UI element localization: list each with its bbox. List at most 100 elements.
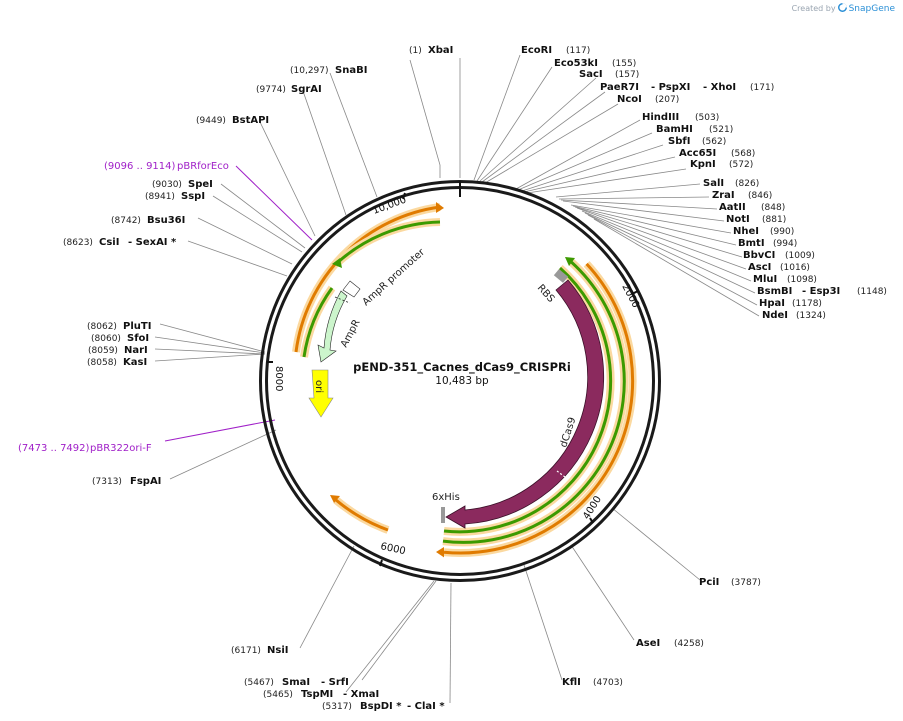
- sites-bottom: (6171) NsiI (5467) SmaI - SrfI (5465) Ts…: [231, 645, 445, 712]
- site-name: BbvCI: [743, 250, 775, 261]
- site-pos: (3787): [731, 578, 761, 588]
- site-name: SpeI: [188, 179, 213, 190]
- snapgene-credit: Created by SnapGene: [792, 3, 895, 14]
- site-name: - Esp3I: [802, 286, 840, 297]
- site-pos: (5467): [244, 678, 274, 688]
- site-name: - PspXI: [651, 82, 690, 93]
- feature-label-his: 6xHis: [432, 492, 460, 503]
- site-pos: (8623): [63, 238, 93, 248]
- site-name: SalI: [703, 178, 724, 189]
- site-name: NdeI: [762, 310, 788, 321]
- sites-top: (1) XbaI EcoRI (117) Eco53kI (155) SacI …: [409, 45, 774, 105]
- site-name: FspAI: [130, 476, 161, 487]
- feature-label-ori: ori: [313, 380, 324, 393]
- site-pos: (1178): [792, 299, 822, 309]
- site-pos: (881): [762, 215, 786, 225]
- plasmid-name: pEND-351_Cacnes_dCas9_CRISPRi: [353, 360, 571, 375]
- site-name: EcoRI: [521, 45, 552, 56]
- site-pos: (5317): [322, 702, 352, 712]
- credit-prefix: Created by: [791, 4, 836, 13]
- site-pos: (6171): [231, 646, 261, 656]
- site-name: KasI: [123, 357, 147, 368]
- site-name: NsiI: [267, 645, 288, 656]
- primer-pos: (9096 .. 9114): [104, 161, 176, 172]
- site-name: ZraI: [712, 190, 735, 201]
- snapgene-logo-icon: [837, 3, 847, 14]
- site-pos: (826): [735, 179, 759, 189]
- site-pos: (8742): [111, 216, 141, 226]
- site-name: NheI: [733, 226, 759, 237]
- site-name: BmtI: [738, 238, 765, 249]
- tick-label-8000: 8000: [273, 366, 284, 391]
- feature-label-ampr: AmpR: [339, 318, 363, 350]
- site-name: SnaBI: [335, 65, 367, 76]
- site-name: BstAPI: [232, 115, 269, 126]
- primer-labels: (9096 .. 9114) pBRforEco (7473 .. 7492) …: [18, 161, 229, 454]
- site-name: - XmaI: [343, 689, 379, 700]
- site-pos: (5465): [263, 690, 293, 700]
- site-pos: (1009): [785, 251, 815, 261]
- site-name: - ClaI *: [407, 701, 445, 712]
- site-pos: (117): [566, 46, 590, 56]
- site-name: CsiI: [99, 237, 119, 248]
- feature-label-rbs: RBS: [535, 283, 557, 305]
- site-name: AscI: [748, 262, 771, 273]
- tick-label-6000: 6000: [379, 541, 406, 557]
- site-pos: (4258): [674, 639, 704, 649]
- site-name: HindIII: [642, 112, 679, 123]
- site-pos: (572): [729, 160, 753, 170]
- primer-name: pBR322ori-F: [90, 443, 152, 454]
- site-pos: (8941): [145, 192, 175, 202]
- site-pos: (568): [731, 149, 755, 159]
- site-pos: (994): [773, 239, 797, 249]
- sites-left: (10,297) SnaBI (9774) SgrAI (9449) BstAP…: [63, 65, 367, 487]
- site-name: - SrfI: [321, 677, 349, 688]
- feature-label-ampr-promoter: AmpR promoter: [361, 246, 428, 308]
- site-pos: (521): [709, 125, 733, 135]
- site-name: MluI: [753, 274, 777, 285]
- site-name: XbaI: [428, 45, 453, 56]
- site-pos: (1016): [780, 263, 810, 273]
- site-name: Acc65I: [679, 148, 716, 159]
- site-name: NotI: [726, 214, 750, 225]
- site-pos: (1098): [787, 275, 817, 285]
- orf-arcs-left: [292, 202, 444, 534]
- site-name: TspMI: [301, 689, 333, 700]
- site-pos: (10,297): [290, 66, 329, 76]
- tick-marks: [267, 181, 639, 567]
- orf-arcs-right: [436, 257, 637, 558]
- site-name: SmaI: [282, 677, 310, 688]
- site-pos: (171): [750, 83, 774, 93]
- site-name: AatII: [719, 202, 746, 213]
- ori-feature: [308, 369, 334, 418]
- sites-bottom-right: PciI (3787) AseI (4258) KflI (4703): [562, 577, 761, 688]
- plasmid-size: 10,483 bp: [435, 375, 489, 387]
- site-name: Eco53kI: [554, 58, 598, 69]
- ampr-feature: [317, 280, 361, 363]
- site-name: KflI: [562, 677, 581, 688]
- site-pos: (1): [409, 46, 422, 56]
- site-pos: (157): [615, 70, 639, 80]
- site-pos: (503): [695, 113, 719, 123]
- site-pos: (9449): [196, 116, 226, 126]
- site-leader-lines: [154, 54, 760, 704]
- site-pos: (562): [702, 137, 726, 147]
- tick-label-2000: 2000: [619, 282, 641, 310]
- site-name: SfoI: [127, 333, 149, 344]
- site-name: PaeR7I: [600, 82, 639, 93]
- site-name: PluTI: [123, 321, 151, 332]
- primer-name: pBRforEco: [177, 161, 229, 172]
- site-pos: (8059): [88, 346, 118, 356]
- site-pos: (848): [761, 203, 785, 213]
- credit-brand: SnapGene: [848, 3, 895, 14]
- site-name: NcoI: [617, 94, 642, 105]
- site-name: KpnI: [690, 159, 716, 170]
- site-name: SgrAI: [291, 84, 322, 95]
- site-pos: (9030): [152, 180, 182, 190]
- site-name: PciI: [699, 577, 719, 588]
- site-name: - XhoI: [703, 82, 736, 93]
- site-name: BamHI: [656, 124, 693, 135]
- site-pos: (8060): [91, 334, 121, 344]
- site-name: AseI: [636, 638, 660, 649]
